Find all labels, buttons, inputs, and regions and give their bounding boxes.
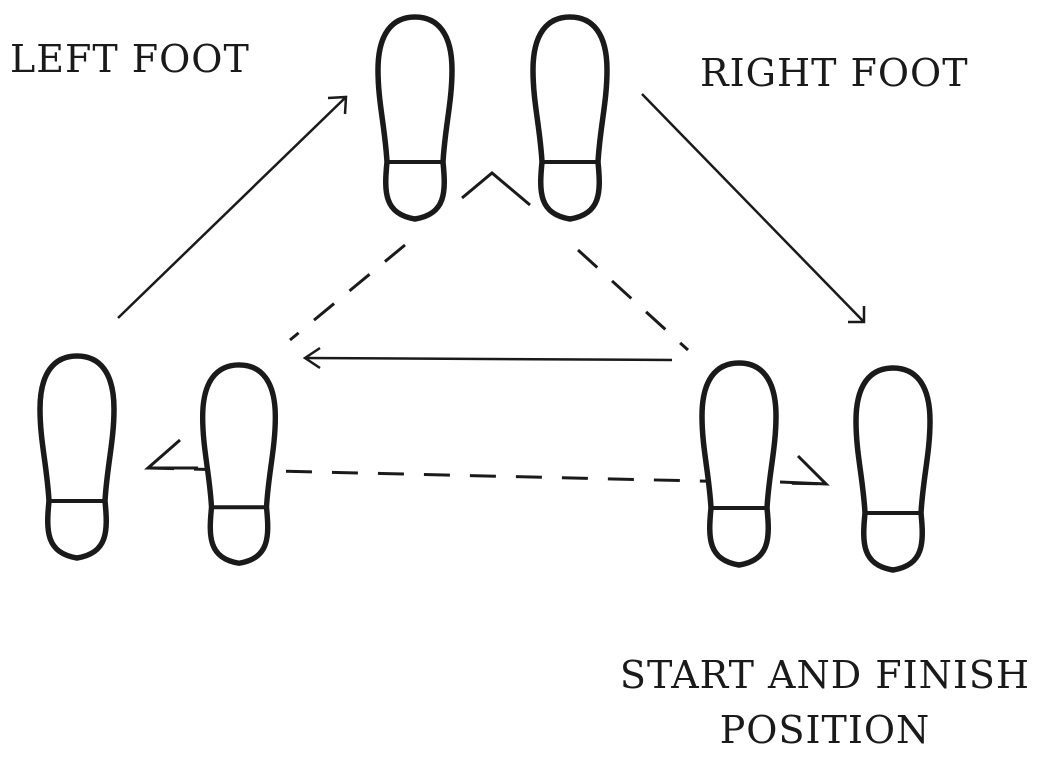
footprint-top-left	[378, 17, 452, 219]
dashed-line-top-to-left	[289, 243, 406, 342]
arrows	[117, 93, 866, 370]
footprint-lowerright-left	[702, 363, 776, 565]
dashed-corner-top	[461, 171, 531, 207]
right-foot-label: RIGHT FOOT	[700, 51, 969, 95]
left-foot-label: LEFT FOOT	[10, 37, 250, 81]
dashed-line-top-to-right	[576, 248, 690, 352]
dashed-corner-left	[144, 438, 198, 470]
arrow-to-top-head	[327, 95, 348, 115]
dashed-corner-right	[779, 454, 830, 486]
dashed-guide-corners	[144, 171, 830, 486]
start-finish-label-line2: POSITION	[719, 708, 931, 753]
footprint-lowerleft-right	[203, 365, 276, 563]
footprint-lowerleft-left	[40, 356, 114, 558]
footprints	[40, 17, 930, 570]
arrow-to-right-head	[848, 306, 866, 324]
start-finish-label-line1: START AND FINISH	[619, 653, 1031, 697]
arrow-to-left-head	[302, 346, 321, 370]
arrow-to-right-line	[641, 93, 865, 323]
arrow-to-left-line	[304, 356, 673, 362]
footprint-lowerright-right	[856, 368, 930, 570]
footprint-top-right	[533, 17, 607, 219]
start-finish-label: START AND FINISH POSITION	[600, 648, 1050, 758]
arrow-to-top-line	[117, 96, 347, 319]
